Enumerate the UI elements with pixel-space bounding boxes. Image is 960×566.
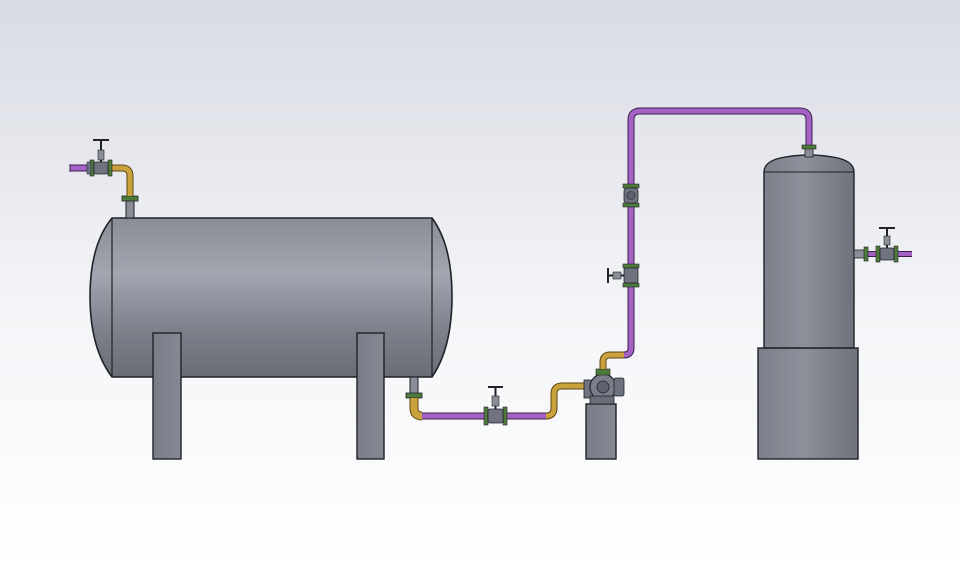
riser-pipe xyxy=(599,120,635,369)
top-inlet-valve xyxy=(86,139,113,177)
pump xyxy=(583,368,625,405)
riser-check-valve xyxy=(622,183,640,208)
side-outlet-valve xyxy=(853,227,912,263)
tank-support-right xyxy=(356,332,385,460)
riser-gate-valve xyxy=(607,263,640,288)
vertical-vessel-skirt xyxy=(757,347,859,460)
horizontal-storage-tank xyxy=(89,217,453,378)
outlet-gate-valve xyxy=(483,386,508,426)
pump-base xyxy=(585,403,617,460)
vertical-vessel xyxy=(763,144,855,349)
tank-support-left xyxy=(152,332,182,460)
overhead-pipe xyxy=(627,107,813,148)
